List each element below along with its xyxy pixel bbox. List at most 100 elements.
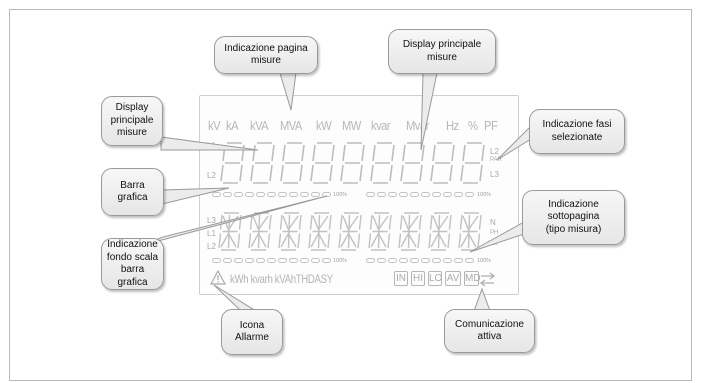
bar-segment <box>267 258 276 263</box>
unit-label: % <box>468 118 478 133</box>
phase-label: L1 <box>207 229 216 238</box>
digit-segment <box>278 212 302 251</box>
unit-label: kW <box>316 118 332 133</box>
bar-segment <box>256 258 265 263</box>
bar-segment <box>454 192 463 197</box>
bar-segment <box>212 192 221 197</box>
digit-segment <box>250 142 275 184</box>
callout-page-indicator: Indicazione pagina misure <box>214 36 318 74</box>
bar-segment <box>245 258 254 263</box>
callout-main-display-top: Display principale misure <box>388 29 496 74</box>
digit-diagonal-segment <box>370 214 389 249</box>
digit-diagonal-segment <box>280 214 299 249</box>
digit-diagonal-segment <box>250 214 269 249</box>
bar-segment <box>223 192 232 197</box>
bar-segment <box>388 192 397 197</box>
bar-segment <box>223 258 232 263</box>
bar-segment <box>465 192 474 197</box>
unit-label: Hz <box>446 118 459 133</box>
bar-segment <box>410 258 419 263</box>
digit-segment <box>400 142 425 184</box>
bar-segment <box>300 192 309 197</box>
bar-segment <box>432 192 441 197</box>
digit-segment <box>368 212 392 251</box>
callout-phase-indicator: Indicazione fasi selezionate <box>529 109 625 154</box>
indicator-box: IN <box>394 271 408 286</box>
bar-segment <box>311 258 320 263</box>
phase-label: L2 <box>207 242 216 251</box>
bar-segment <box>300 258 309 263</box>
phase-label: L3 <box>490 170 499 179</box>
indicator-box: MD <box>464 271 481 286</box>
bar-segment <box>311 192 320 197</box>
bar-segment <box>289 192 298 197</box>
digit-segment <box>370 142 395 184</box>
bar-segment <box>234 258 243 263</box>
bar-segment <box>443 192 452 197</box>
indicator-box: HI <box>411 271 425 286</box>
bar-segment <box>234 192 243 197</box>
phase-label: L2 <box>207 171 216 180</box>
bar-segment <box>245 192 254 197</box>
digit-segment <box>458 212 482 251</box>
digit-segment <box>310 142 335 184</box>
callout-bar-graph: Barra grafica <box>101 168 164 216</box>
bar-segment <box>377 258 386 263</box>
bar-segment <box>454 258 463 263</box>
digit-segment <box>340 142 365 184</box>
bar-segment <box>465 258 474 263</box>
callout-comm-active: Comunicazione attiva <box>444 309 535 353</box>
indicator-box: AV <box>445 271 461 286</box>
digit-segment <box>398 212 422 251</box>
bar-segment <box>267 192 276 197</box>
bar-segment <box>421 192 430 197</box>
indicator-box: LO <box>428 271 443 286</box>
bar-segment <box>421 258 430 263</box>
bar-segment <box>289 258 298 263</box>
bar-segment <box>366 258 375 263</box>
bar-segment <box>388 258 397 263</box>
digit-diagonal-segment <box>310 214 329 249</box>
unit-label: kVA <box>250 118 269 133</box>
bar-full-scale-label: 100% <box>333 258 348 264</box>
unit-label: kV <box>208 118 221 133</box>
phase-label: PAR <box>490 157 502 163</box>
digit-diagonal-segment <box>340 214 359 249</box>
digit-segment <box>460 142 485 184</box>
digit-segment <box>280 142 305 184</box>
callout-subpage-indicator: Indicazione sottopagina (tipo misura) <box>522 190 625 245</box>
phase-label: PH <box>490 230 499 236</box>
digit-segment <box>430 142 455 184</box>
bar-segment <box>278 258 287 263</box>
callout-alarm-icon: Icona Allarme <box>221 309 283 355</box>
digit-segment <box>308 212 332 251</box>
unit-label: MW <box>342 118 361 133</box>
bar-segment <box>212 258 221 263</box>
unit-label: MVA <box>280 118 302 133</box>
digit-segment <box>338 212 362 251</box>
callout-main-display-left: Display principale misure <box>101 96 163 146</box>
bar-segment <box>399 192 408 197</box>
energy-units-label: kWh kvarh kVAhTHDASY <box>230 272 333 286</box>
digit-segment <box>428 212 452 251</box>
bar-segment <box>399 258 408 263</box>
bar-segment <box>377 192 386 197</box>
bar-full-scale-label: 100% <box>477 258 492 264</box>
callout-bar-full-scale: Indicazione fondo scala barra grafica <box>101 238 164 290</box>
digit-diagonal-segment <box>400 214 419 249</box>
unit-label: kA <box>226 118 239 133</box>
digit-segment <box>220 142 245 184</box>
bar-segment <box>322 258 331 263</box>
bar-full-scale-label: 100% <box>477 192 492 198</box>
unit-label: kvar <box>371 118 391 133</box>
phase-label: L3 <box>207 216 216 225</box>
digit-diagonal-segment <box>430 214 449 249</box>
bar-full-scale-label: 100% <box>333 192 348 198</box>
bar-segment <box>366 192 375 197</box>
digit-diagonal-segment <box>460 214 479 249</box>
bar-segment <box>432 258 441 263</box>
bar-segment <box>256 192 265 197</box>
bar-segment <box>410 192 419 197</box>
